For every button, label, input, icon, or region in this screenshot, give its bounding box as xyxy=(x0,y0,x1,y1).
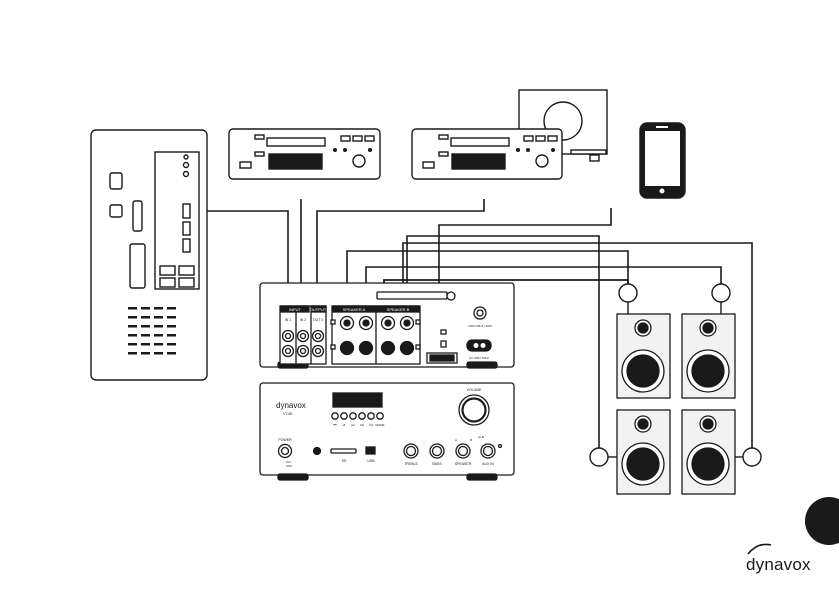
brand-logo: dynavox xyxy=(744,552,826,576)
node-front-right xyxy=(712,284,730,302)
front-label-aux-in: AUX IN xyxy=(482,462,494,466)
speaker-rear-right xyxy=(682,410,735,494)
rear-label-speaker-b: SPEAKER B xyxy=(387,307,410,312)
node-rear-right xyxy=(743,448,761,466)
transport-label-mode: MODE xyxy=(376,423,385,427)
front-model: VT-80 xyxy=(283,412,292,416)
pc-tower xyxy=(91,130,207,380)
cd-player-2 xyxy=(412,90,607,179)
rear-mains-label: AC 230V 50Hz xyxy=(469,356,489,360)
rear-label-in1: IN 1 xyxy=(285,318,291,322)
logo-swoosh-icon xyxy=(744,542,774,556)
front-label-volume: VOLUME xyxy=(467,388,482,392)
transport-label-vol: Vol xyxy=(369,423,374,427)
front-label-usb: USB xyxy=(367,459,375,463)
rear-label-in2: IN 2 xyxy=(300,318,306,322)
logo-text: dynavox xyxy=(746,555,811,575)
amplifier-front: dynavox VT-80 ⏮ ⏯ ⏭ CH Vol MODE VOLUME P… xyxy=(260,383,514,480)
front-label-speaker-ab: A+B xyxy=(478,435,484,439)
front-label-sd: SD xyxy=(342,459,347,463)
rear-label-output: OUTPUT xyxy=(310,307,327,312)
transport-label-prev: ⏮ xyxy=(333,423,336,427)
front-label-speaker-b: B xyxy=(470,438,472,442)
rear-label-input: INPUT xyxy=(289,307,302,312)
front-label-bass: BASS xyxy=(432,462,442,466)
rear-label-speaker-a: SPEAKER A xyxy=(343,307,366,312)
smartphone xyxy=(640,123,685,198)
rear-power-rating: 220V-50Hz / 20W xyxy=(468,324,492,328)
speaker-rear-left xyxy=(617,410,670,494)
node-front-left xyxy=(619,284,637,302)
speaker-front-right xyxy=(682,314,735,398)
front-label-off: OFF xyxy=(286,464,292,468)
rear-label-out1: OUT 1 xyxy=(313,318,323,322)
amplifier-rear: INPUT OUTPUT IN 1 IN 2 OUT 1 SPEAKER A S… xyxy=(260,283,514,368)
speaker-front-left xyxy=(617,314,670,398)
front-label-speaker-a: A xyxy=(455,438,457,442)
cd-player-1 xyxy=(229,129,380,179)
front-label-power: POWER xyxy=(278,438,292,442)
transport-label-play: ⏯ xyxy=(343,423,346,427)
transport-label-ch: CH xyxy=(360,423,364,427)
front-brand-logo: dynavox xyxy=(276,401,306,410)
front-label-treble: TREBLE xyxy=(404,462,418,466)
front-label-speaker: SPEAKER xyxy=(455,462,472,466)
node-rear-left xyxy=(590,448,608,466)
